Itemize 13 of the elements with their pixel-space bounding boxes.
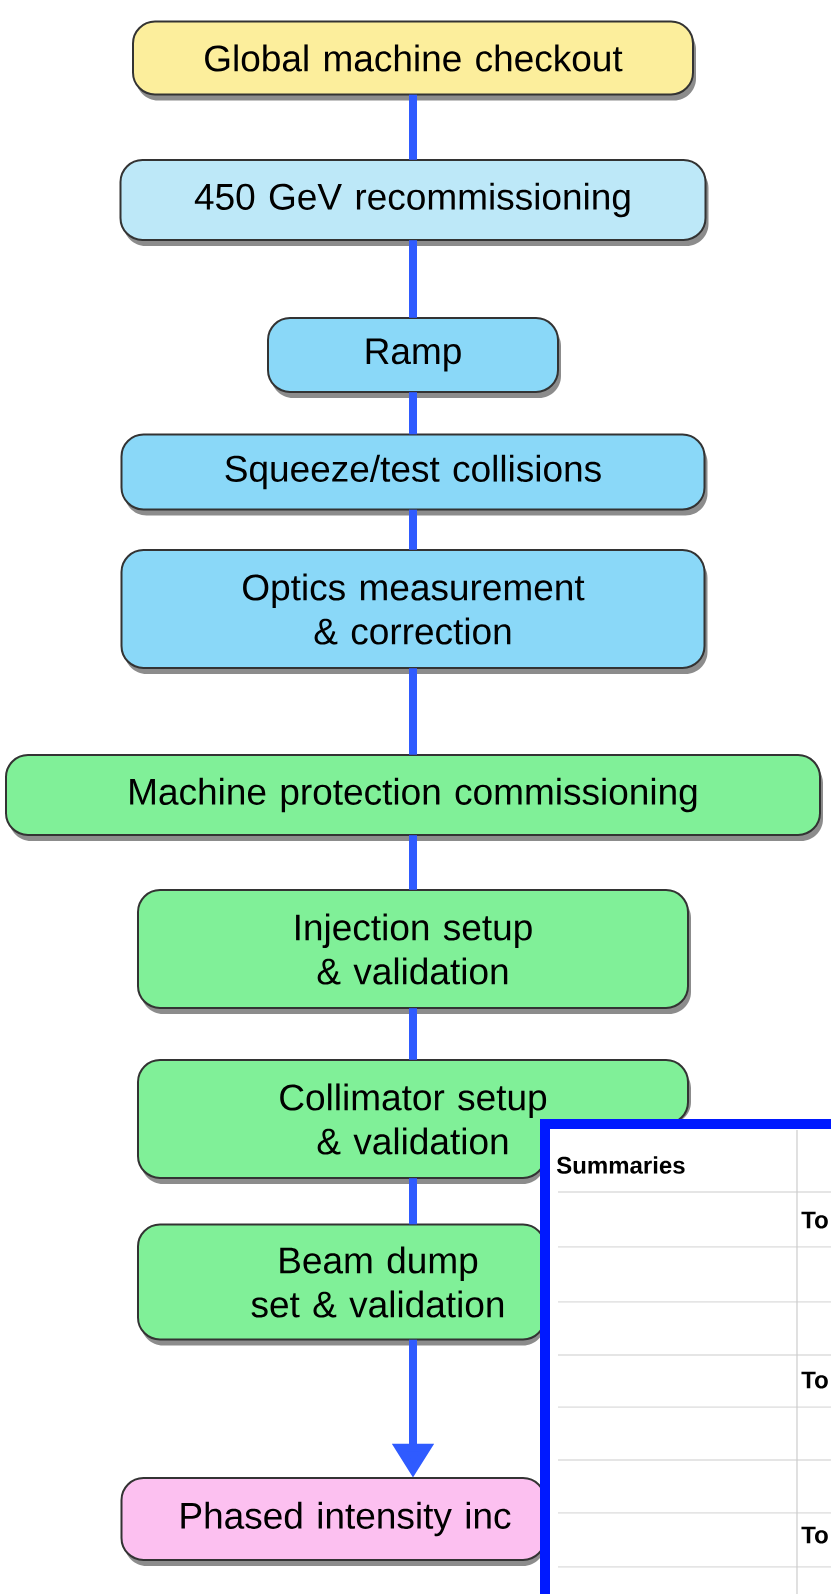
row-label: To bbox=[801, 1211, 828, 1229]
header-cell: Summaries bbox=[556, 1156, 685, 1174]
process-box: Optics measurement & correction bbox=[120, 549, 708, 674]
process-box: Injection setup & validation bbox=[137, 889, 691, 1014]
process-box: 450 GeV recommissioning bbox=[119, 159, 709, 246]
process-box: Global machine checkout bbox=[132, 20, 696, 101]
process-box: Phased intensity inc bbox=[120, 1477, 546, 1566]
process-box: Squeeze/test collisions bbox=[120, 433, 708, 516]
row-label: To bbox=[801, 1371, 828, 1389]
process-box: Machine protection commissioning bbox=[5, 754, 823, 841]
process-box: Ramp bbox=[267, 317, 561, 398]
row-label: To bbox=[801, 1526, 828, 1544]
process-box: Beam dump set & validation bbox=[137, 1223, 546, 1346]
